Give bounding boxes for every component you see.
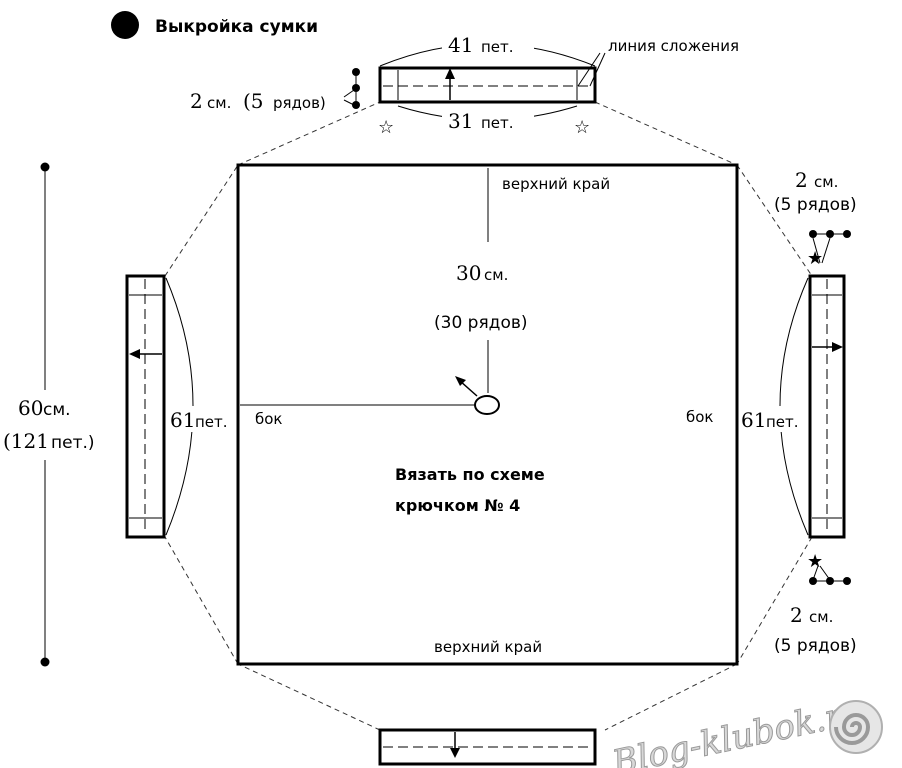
star-filled-icon-bottom: ★ bbox=[807, 551, 823, 571]
overall-length-num: 60 bbox=[18, 396, 43, 420]
yarn-ball-icon bbox=[829, 700, 883, 754]
panel-bottom-edge: верхний край bbox=[434, 638, 542, 656]
right-bottom-rows: (5 рядов) bbox=[774, 636, 857, 656]
instruction-line-1: Вязать по схеме bbox=[395, 465, 545, 484]
right-bottom-dot-icon-2 bbox=[826, 577, 834, 585]
overall-stitches-num: (121 bbox=[3, 429, 49, 453]
top-strap-height-unit: см. bbox=[207, 94, 231, 112]
overall-length-unit: см. bbox=[43, 400, 71, 420]
panel-side-right: бок bbox=[686, 408, 714, 426]
dashed-connectors bbox=[164, 101, 813, 731]
right-strap-arrowhead-icon bbox=[832, 342, 843, 352]
top-strap-unit-top: пет. bbox=[481, 38, 514, 56]
direction-arrowhead-icon bbox=[455, 376, 466, 386]
right-bottom-cm-unit: см. bbox=[809, 608, 833, 626]
top-strap-stitches-bottom: 31 bbox=[448, 109, 473, 133]
top-strap-unit-bottom: пет. bbox=[481, 114, 514, 132]
bottom-strap-arrowhead-icon bbox=[450, 748, 460, 758]
right-top-pointer-2 bbox=[821, 237, 831, 264]
left-strap-arc bbox=[165, 277, 194, 536]
top-strap-rows-num: (5 bbox=[243, 89, 264, 113]
left-strap-label-bg bbox=[168, 406, 234, 432]
right-bottom-dot-icon-1 bbox=[809, 577, 817, 585]
top-strap bbox=[378, 66, 597, 104]
title-bullet-icon bbox=[111, 11, 139, 39]
star-outline-icon-left: ☆ bbox=[378, 117, 394, 137]
star-filled-icon-top: ★ bbox=[807, 248, 823, 268]
top-height-dot-icon-3 bbox=[352, 101, 360, 109]
center-ring-icon bbox=[474, 395, 500, 415]
fold-line-pointer-2 bbox=[589, 52, 606, 87]
right-bottom-cm-num: 2 bbox=[790, 603, 803, 627]
left-strap-arrowhead-icon bbox=[129, 349, 140, 359]
star-outline-icon-right: ☆ bbox=[574, 117, 590, 137]
top-height-dot-icon-1 bbox=[352, 68, 360, 76]
left-strap-unit: пет. bbox=[195, 413, 228, 431]
stitch-label-bg-bottom bbox=[442, 108, 534, 132]
instruction-line-2: крючком № 4 bbox=[395, 496, 520, 515]
right-strap-arc bbox=[779, 277, 809, 536]
right-top-pointer-1 bbox=[812, 237, 821, 264]
overall-stitches-unit: пет.) bbox=[51, 433, 95, 453]
right-strap-stitches-num: 61 bbox=[741, 408, 766, 432]
overall-length-dot-icon-top bbox=[40, 162, 50, 172]
right-top-rows: (5 рядов) bbox=[774, 195, 857, 215]
top-height-pointer-2 bbox=[343, 99, 355, 106]
panel-rows: (30 рядов) bbox=[434, 313, 528, 333]
top-strap-arrowhead-icon bbox=[445, 68, 455, 79]
title: Выкройка сумки bbox=[155, 17, 318, 37]
top-strap-height-num: 2 bbox=[190, 89, 203, 113]
top-strap-rows-word: рядов) bbox=[273, 94, 326, 112]
main-panel bbox=[236, 163, 739, 666]
stitch-label-bg-top bbox=[442, 34, 534, 56]
watermark: Blog-klubok.ru bbox=[608, 691, 883, 768]
panel-height-num: 30 bbox=[456, 261, 481, 285]
panel-side-left: бок bbox=[255, 410, 283, 428]
fold-line-pointer-1 bbox=[577, 52, 601, 87]
watermark-text: Blog-klubok.ru bbox=[608, 691, 866, 768]
right-top-dot-icon-2 bbox=[826, 230, 834, 238]
top-strap-stitches-top: 41 bbox=[448, 33, 473, 57]
panel-top-edge: верхний край bbox=[502, 175, 610, 193]
right-top-dot-icon-1 bbox=[809, 230, 817, 238]
overall-length-label-bg bbox=[2, 390, 102, 460]
panel-height-unit: см. bbox=[484, 266, 508, 284]
direction-arrow-icon bbox=[459, 380, 478, 397]
overall-length-dot-icon-bottom bbox=[40, 657, 50, 667]
right-top-cm-unit: см. bbox=[814, 173, 838, 191]
right-bottom-dot-icon-3 bbox=[843, 577, 851, 585]
fold-line-label: линия сложения bbox=[608, 37, 739, 55]
bottom-strap bbox=[378, 728, 597, 766]
top-height-pointer bbox=[343, 89, 355, 98]
right-strap-label-bg bbox=[739, 406, 807, 432]
left-strap-stitches-num: 61 bbox=[170, 408, 195, 432]
right-strap-unit: пет. bbox=[766, 413, 799, 431]
right-top-dot-icon-3 bbox=[843, 230, 851, 238]
right-top-cm-num: 2 bbox=[795, 168, 808, 192]
